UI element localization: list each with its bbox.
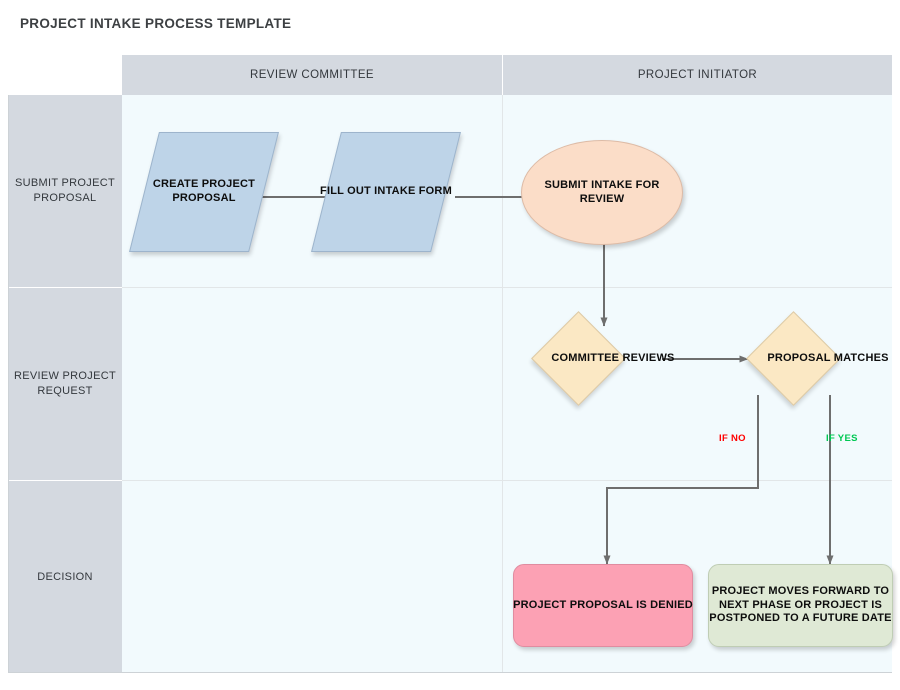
row-label-review-project-request-text: REVIEW PROJECT REQUEST — [14, 370, 116, 397]
row-label-submit-project-proposal-text: SUBMIT PROJECT PROPOSAL — [15, 177, 115, 204]
node-committee-reviews[interactable] — [520, 313, 690, 405]
branch-label-if-no: IF NO — [719, 433, 746, 444]
frame-left-border — [8, 95, 9, 673]
shape-layer: CREATE PROJECT PROPOSAL FILL OUT INTAKE … — [8, 55, 893, 673]
row-label-review-project-request[interactable]: REVIEW PROJECT REQUEST — [8, 288, 122, 481]
column-header-project-initiator[interactable]: PROJECT INITIATOR — [503, 55, 892, 95]
node-proposal-matches[interactable] — [735, 313, 900, 405]
node-create-project-proposal[interactable] — [129, 132, 279, 252]
column-header-project-initiator-label: PROJECT INITIATOR — [637, 69, 758, 81]
node-project-proposal-is-denied[interactable] — [513, 564, 693, 647]
lane-cell-review-review — [122, 288, 503, 481]
branch-label-if-yes: IF YES — [826, 433, 858, 444]
column-header-review-committee[interactable]: REVIEW COMMITTEE — [122, 55, 503, 95]
node-submit-intake-for-review[interactable] — [521, 140, 683, 245]
row-label-submit-project-proposal[interactable]: SUBMIT PROJECT PROPOSAL — [8, 95, 122, 288]
column-header-review-committee-label: REVIEW COMMITTEE — [250, 69, 374, 81]
node-project-moves-forward[interactable] — [708, 564, 893, 647]
row-label-decision[interactable]: DECISION — [8, 481, 122, 673]
node-fill-out-intake-form[interactable] — [311, 132, 461, 252]
lane-cell-review-decision — [122, 481, 503, 673]
swimlane-diagram: REVIEW COMMITTEE PROJECT INITIATOR SUBMI… — [8, 55, 893, 673]
page-title: PROJECT INTAKE PROCESS TEMPLATE — [20, 16, 292, 31]
frame-bottom-border — [8, 672, 892, 673]
row-label-decision-text: DECISION — [37, 570, 93, 583]
